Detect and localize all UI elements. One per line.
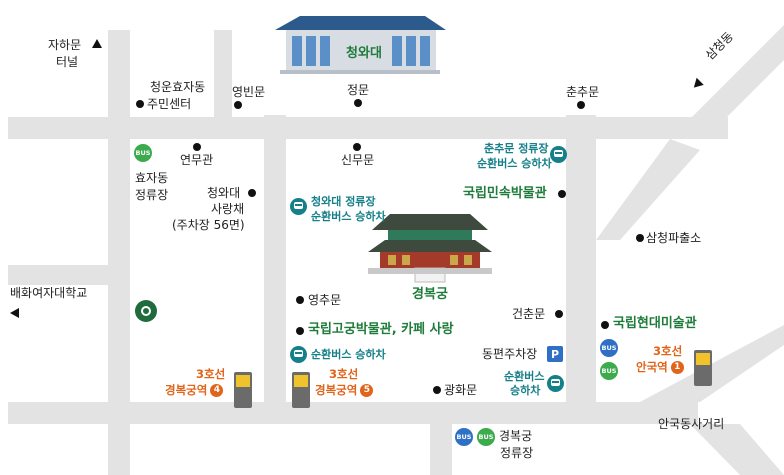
chunchumun-label: 춘추문: [566, 85, 600, 99]
exit-4-badge: 4: [210, 384, 224, 397]
east-parking-label: 동편주차장: [482, 347, 538, 361]
hyoja-stop-label-2: 정류장: [135, 188, 169, 202]
cheongwadae-label: 청와대: [346, 46, 382, 61]
exit5-station-name: 경복궁역: [315, 383, 358, 397]
cheongwadae-bus-label-2: 순환버스 승하차: [311, 210, 386, 223]
bus-badge-gyeongbok-green: BUS: [477, 428, 495, 446]
sarangchae-label-2: 사랑채: [211, 202, 245, 216]
gyeongbokgung-building: [368, 214, 492, 283]
jeongmun-label: 정문: [347, 83, 370, 97]
cheongwadae-bus-label-1: 청와대 정류장: [311, 195, 376, 208]
road-baehwa: [8, 265, 118, 285]
bus-badge-hyoja: BUS: [134, 144, 152, 162]
cheongun-label-1: 청운효자동: [150, 80, 206, 94]
gwanghwamun-label: 광화문: [444, 383, 478, 397]
gyeongbokgung-label: 경복궁: [412, 287, 448, 302]
parking-icon: P: [547, 346, 563, 362]
bus-icon-chunchumun: [550, 146, 567, 163]
cheongwadae-building: [275, 16, 446, 74]
road-north: [8, 117, 728, 139]
exit-1-badge: 1: [670, 361, 684, 374]
yeongbinmun-marker: [234, 101, 242, 109]
road-network: [8, 25, 784, 475]
folk-museum-marker: [558, 190, 566, 198]
chunchumun-marker: [577, 101, 585, 109]
road-samcheong: [670, 25, 784, 139]
mmca-marker: [601, 321, 609, 329]
north-arrow-icon: [92, 39, 102, 48]
palace-museum-label: 국립고궁박물관, 카페 사랑: [308, 322, 454, 337]
geonchunmun-marker: [555, 310, 563, 318]
jahamun-tunnel-label-1: 자하문: [48, 38, 82, 52]
anguk-line-label: 3호선: [653, 344, 683, 358]
mmca-label: 국립현대미술관: [613, 316, 697, 331]
folk-museum-label: 국립민속박물관: [463, 186, 547, 201]
bus-east-label-2: 승하차: [510, 384, 541, 397]
sinmumun-marker: [353, 143, 361, 151]
jahamun-tunnel-label-2: 터널: [56, 55, 79, 69]
road-sejong: [430, 402, 452, 475]
sarangchae-marker: [248, 189, 256, 197]
police-marker: [636, 234, 644, 242]
yeongbinmun-label: 영빈문: [232, 85, 266, 99]
exit5-line-label: 3호선: [329, 367, 359, 381]
chunchumun-bus-label-2: 순환버스 승하차: [477, 157, 552, 170]
circular-bus-label: 순환버스 승하차: [311, 348, 386, 361]
gyeongbokgung-stop-label-2: 정류장: [500, 446, 534, 460]
anguk-exit-icon: [694, 350, 712, 386]
anguk-intersection-label: 안국동사거리: [658, 417, 725, 431]
anguk-station-name: 안국역: [636, 360, 668, 374]
road-yulgok: [8, 402, 698, 424]
road-palace-west: [264, 115, 286, 415]
road-east-diag: [640, 325, 784, 402]
road-southeast: [690, 424, 784, 475]
yeonmugwan-label: 연무관: [180, 153, 214, 167]
bus-badge-mmca-green: BUS: [600, 362, 618, 380]
exit-4-post-icon: [234, 372, 252, 408]
cheongun-marker: [136, 100, 144, 108]
exit-5-badge: 5: [360, 384, 374, 397]
palace-museum-marker: [296, 327, 304, 335]
gyeongbokgung-stop-label-1: 경복궁: [499, 429, 533, 443]
starbucks-icon: [135, 300, 157, 322]
hyoja-stop-label-1: 효자동: [135, 171, 169, 185]
bus-east-label-1: 순환버스: [504, 370, 545, 383]
bus-badge-gyeongbok-blue: BUS: [455, 428, 473, 446]
road-palace-east: [566, 115, 596, 415]
bus-icon-east: [547, 375, 564, 392]
road-west: [108, 30, 130, 475]
bus-icon-circular: [290, 346, 307, 363]
cheongun-label-2: 주민센터: [147, 97, 192, 111]
sinmumun-label: 신무문: [341, 153, 375, 167]
chunchumun-bus-label-1: 춘추문 정류장: [484, 142, 549, 155]
exit-5-post-icon: [292, 372, 310, 408]
gwanghwamun-marker: [433, 386, 441, 394]
exit4-line-label: 3호선: [196, 367, 226, 381]
sarangchae-label-3: (주차장 56면): [172, 218, 245, 232]
geonchunmun-label: 건춘문: [512, 307, 546, 321]
road-samcheong-diag: [596, 139, 700, 240]
yeonmugwan-marker: [193, 143, 201, 151]
sarangchae-label-1: 청와대: [207, 186, 241, 200]
yeongchumun-label: 영추문: [308, 293, 342, 307]
bus-icon-cheongwadae: [290, 198, 307, 215]
exit4-station-name: 경복궁역: [165, 383, 208, 397]
west-arrow-icon: [10, 308, 19, 318]
jeongmun-marker: [354, 99, 362, 107]
baehwa-label: 배화여자대학교: [10, 286, 88, 300]
road-yeongbin: [214, 30, 232, 120]
yeongchumun-marker: [296, 296, 304, 304]
bus-badge-mmca-blue: BUS: [600, 339, 618, 357]
police-label: 삼청파출소: [646, 231, 702, 245]
